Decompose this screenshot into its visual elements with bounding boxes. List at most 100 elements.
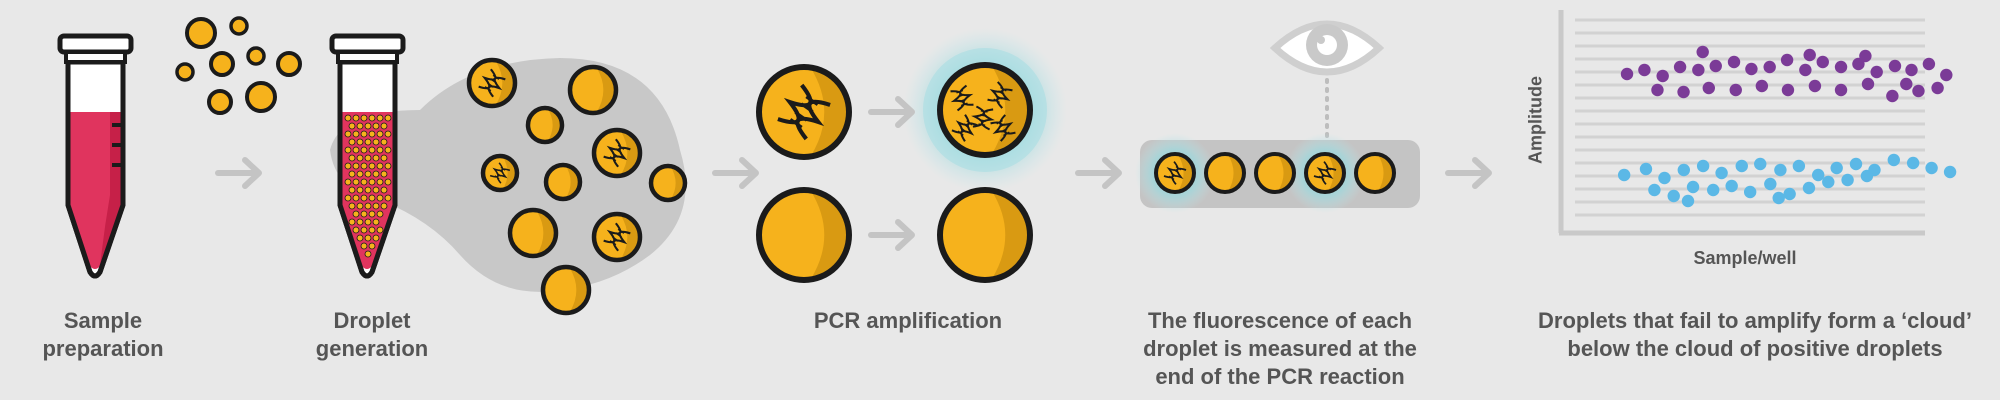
negative-droplet-dot	[1725, 179, 1738, 193]
tube-droplet	[380, 122, 388, 130]
tube-droplet	[372, 218, 380, 226]
negative-droplet-dot	[1681, 194, 1695, 208]
positive-droplet-dot	[1727, 55, 1741, 69]
tube-droplet	[360, 146, 368, 154]
tube-droplet	[376, 130, 384, 138]
emulsion-droplets	[466, 57, 688, 316]
tube-droplet	[344, 178, 352, 186]
positive-droplet-dot	[1620, 67, 1634, 81]
negative-droplet-dot	[1792, 159, 1806, 173]
pcr-amplified-droplet	[937, 62, 1033, 158]
dna-icon	[489, 162, 511, 184]
caption-fluorescence: The fluorescence of each droplet is meas…	[1143, 308, 1417, 389]
tube-droplet	[352, 114, 360, 122]
emulsion-droplet	[591, 211, 643, 263]
tube-droplet	[372, 202, 380, 210]
tube-droplet	[364, 170, 372, 178]
tube-droplet	[344, 146, 352, 154]
tube-droplet	[348, 170, 356, 178]
tube-droplet	[348, 202, 356, 210]
dna-icon	[1313, 161, 1337, 185]
positive-droplet-dot	[1656, 69, 1669, 83]
positive-droplet-dot	[1781, 83, 1795, 97]
plot-ylabel: Amplitude	[1525, 76, 1546, 164]
negative-droplet-dot	[1772, 191, 1785, 205]
negative-droplet-dot	[1617, 168, 1631, 182]
dna-icon	[987, 81, 1013, 109]
tube-droplet	[348, 154, 356, 162]
tube-droplet	[368, 114, 376, 122]
tube-droplet	[352, 162, 360, 170]
tube-droplet	[384, 114, 392, 122]
tube-droplet	[344, 162, 352, 170]
positive-droplet-dot	[1922, 57, 1936, 71]
tube-droplet	[364, 234, 372, 242]
tube-droplet	[356, 122, 364, 130]
tube-droplet	[352, 146, 360, 154]
tube-droplet	[360, 226, 368, 234]
positive-droplet-dot	[1692, 63, 1705, 77]
positive-droplet-dot	[1852, 57, 1865, 71]
emulsion-droplet	[591, 127, 643, 179]
tube-droplet	[356, 234, 364, 242]
tube-droplet	[356, 170, 364, 178]
caption-cloud: Droplets that fail to amplify form a ‘cl…	[1538, 308, 1972, 361]
tube-droplet	[372, 234, 380, 242]
tube-droplet	[352, 130, 360, 138]
tube-droplet	[352, 194, 360, 202]
negative-droplet-dot	[1812, 168, 1825, 182]
tube-droplet	[368, 210, 376, 218]
tube-droplet	[376, 210, 384, 218]
positive-droplet-dot	[1912, 84, 1925, 98]
tube-droplet	[360, 130, 368, 138]
tube-droplet	[348, 138, 356, 146]
pcr-input-droplet-positive	[756, 64, 852, 160]
tube-droplet	[360, 210, 368, 218]
arrow-right-icon	[868, 96, 915, 128]
tube-droplet	[364, 250, 372, 258]
positive-droplet-dot	[1673, 60, 1687, 74]
positive-droplet-dot	[1931, 81, 1944, 95]
positive-droplet-dot	[1729, 83, 1742, 97]
negative-droplet-dot	[1849, 157, 1863, 171]
positive-droplet-dot	[1651, 83, 1664, 97]
tube-droplet	[384, 162, 392, 170]
tube-droplet	[368, 194, 376, 202]
tube-droplet	[344, 130, 352, 138]
tube-droplet	[380, 186, 388, 194]
arrow-right-icon	[215, 157, 262, 189]
tube-droplet	[364, 202, 372, 210]
droplet-tube-icon	[329, 33, 406, 279]
dna-icon	[1163, 161, 1187, 185]
tube-droplet	[344, 114, 352, 122]
negative-droplet-dot	[1822, 175, 1835, 189]
positive-droplet-dot	[1940, 68, 1953, 82]
negative-droplet-dot	[1648, 183, 1661, 197]
positive-droplet-dot	[1638, 63, 1651, 77]
tube-droplet	[368, 162, 376, 170]
negative-droplet-dot	[1925, 161, 1938, 175]
positive-droplet-dot	[1905, 63, 1918, 77]
negative-droplet-dot	[1658, 171, 1671, 185]
pcr-input-droplet-negative	[756, 187, 852, 283]
dna-icon	[777, 83, 831, 141]
negative-droplet-dot	[1764, 177, 1777, 191]
emulsion-droplet	[466, 57, 518, 109]
tube-droplet	[376, 226, 384, 234]
negative-droplet-dot	[1639, 162, 1653, 176]
negative-droplet-dot	[1696, 159, 1710, 173]
negative-droplet-dot	[1743, 185, 1757, 199]
negative-droplet-dot	[1802, 181, 1816, 195]
negative-droplet-dot	[1707, 183, 1720, 197]
positive-droplet-dot	[1677, 85, 1690, 99]
eye-icon	[1269, 20, 1385, 76]
tube-droplet	[384, 194, 392, 202]
tube-droplet	[384, 146, 392, 154]
dna-icon	[950, 84, 974, 112]
tube-droplet	[372, 122, 380, 130]
channel-droplet	[1254, 152, 1296, 194]
emulsion-droplet	[480, 153, 520, 193]
positive-droplet-dot	[1888, 59, 1902, 73]
emulsion-droplet	[543, 162, 583, 202]
